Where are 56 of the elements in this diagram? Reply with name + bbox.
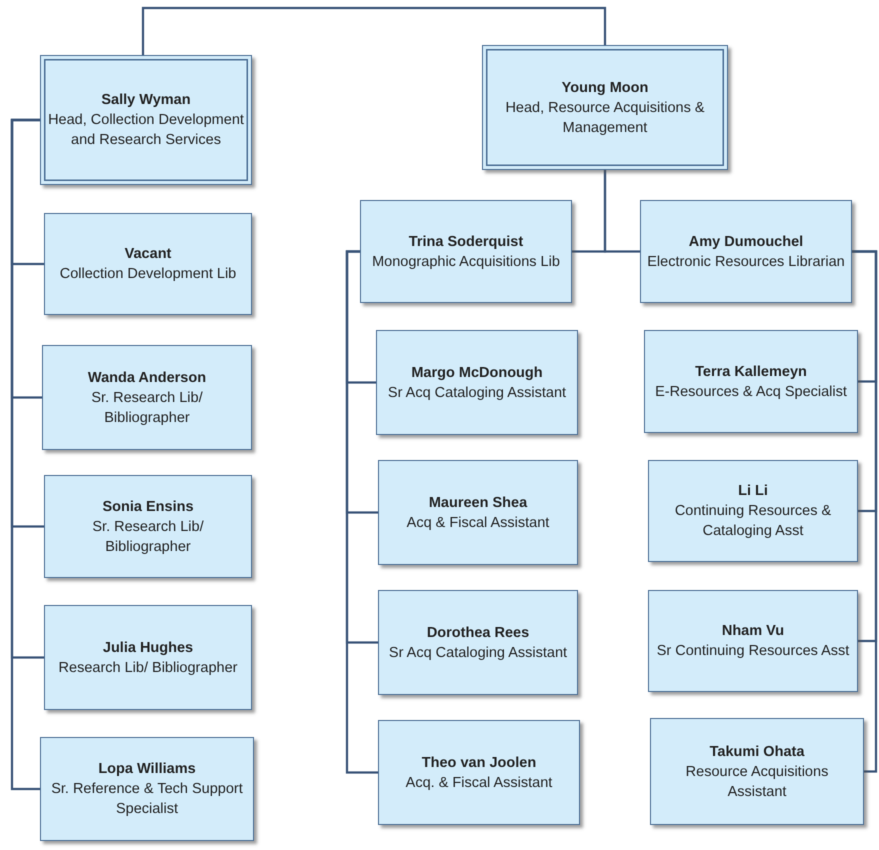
job-title: E-Resources & Acq Specialist — [655, 382, 847, 402]
person-name: Lopa Williams — [98, 760, 196, 779]
person-name: Young Moon — [562, 78, 648, 98]
position-box — [360, 200, 572, 303]
connector-line — [142, 6, 606, 55]
position-box — [42, 345, 252, 450]
position-box — [44, 605, 252, 710]
connector-line — [852, 250, 878, 773]
job-title: Sr. Reference & Tech Support Specialist — [50, 780, 244, 819]
job-title: Acq. & Fiscal Assistant — [406, 774, 552, 792]
job-title: Sr. Research Lib/ Bibliographer — [90, 388, 204, 428]
job-title: Sr Continuing Resources Asst — [656, 642, 850, 661]
person-name: Dorothea Rees — [426, 624, 530, 642]
position-box — [648, 460, 858, 562]
position-box — [44, 475, 252, 578]
position-box — [482, 45, 728, 170]
job-title: Research Lib/ Bibliographer — [58, 658, 238, 678]
person-name: Vacant — [124, 245, 172, 264]
person-name: Amy Dumouchel — [688, 232, 804, 252]
position-box — [378, 460, 578, 565]
position-box — [650, 718, 864, 825]
person-name: Li Li — [738, 482, 768, 501]
job-title: Sr Acq Cataloging Assistant — [388, 644, 568, 662]
job-title: Head, Collection Development and Research Services — [47, 111, 245, 150]
person-name: Margo McDonough — [411, 364, 543, 382]
person-name: Maureen Shea — [428, 494, 528, 512]
job-title: Sr Acq Cataloging Assistant — [388, 384, 566, 402]
job-title: Electronic Resources Librarian — [647, 252, 845, 272]
connector-line — [604, 170, 640, 253]
position-box — [376, 330, 578, 435]
person-name: Nham Vu — [722, 622, 784, 641]
person-name: Sonia Ensins — [102, 498, 194, 516]
connector-line — [346, 250, 378, 774]
job-title: Acq & Fiscal Assistant — [406, 514, 550, 532]
person-name: Julia Hughes — [102, 638, 194, 658]
position-box — [40, 55, 252, 185]
person-name: Wanda Anderson — [88, 368, 206, 388]
job-title: Sr. Research Lib/ Bibliographer — [91, 518, 205, 556]
position-box — [378, 590, 578, 695]
position-box — [378, 720, 580, 825]
position-box — [644, 330, 858, 433]
person-name: Sally Wyman — [101, 91, 191, 110]
position-box — [640, 200, 852, 303]
person-name: Trina Soderquist — [408, 232, 524, 252]
person-name: Theo van Joolen — [422, 754, 536, 772]
job-title: Monographic Acquisitions Lib — [372, 252, 560, 272]
job-title: Collection Development Lib — [60, 265, 236, 284]
job-title: Continuing Resources & Cataloging Asst — [674, 502, 832, 541]
connector-line — [10, 118, 40, 790]
person-name: Terra Kallemeyn — [695, 362, 807, 382]
job-title: Resource Acquisitions Assistant — [684, 762, 830, 802]
position-box — [40, 737, 254, 841]
job-title: Head, Resource Acquisitions & Management — [504, 98, 706, 138]
position-box — [648, 590, 858, 692]
person-name: Takumi Ohata — [710, 742, 804, 762]
position-box — [44, 213, 252, 315]
